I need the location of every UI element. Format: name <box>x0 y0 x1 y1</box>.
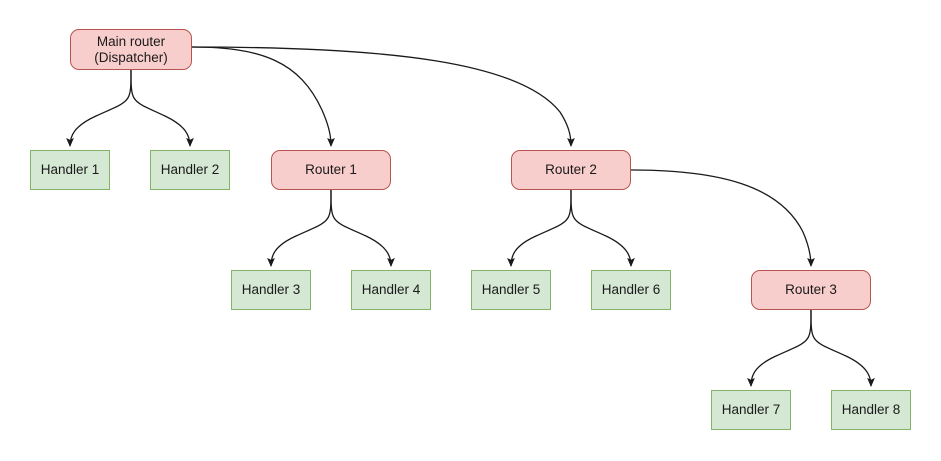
node-label-router-2: Router 2 <box>545 162 597 177</box>
edge-main-router-to-handler-1 <box>66 69 132 148</box>
edge-main-router-to-router-1 <box>191 46 335 148</box>
node-label-handler-4: Handler 4 <box>361 282 421 297</box>
node-label-handler-6: Handler 6 <box>601 282 661 297</box>
node-handler-2[interactable]: Handler 2 <box>150 150 230 190</box>
node-handler-1[interactable]: Handler 1 <box>30 150 110 190</box>
edge-router-1-to-handler-3 <box>267 189 332 268</box>
node-handler-5[interactable]: Handler 5 <box>471 270 551 310</box>
node-handler-6[interactable]: Handler 6 <box>591 270 671 310</box>
edge-main-router-to-handler-2 <box>130 69 194 148</box>
node-handler-8[interactable]: Handler 8 <box>831 390 911 430</box>
node-router-2[interactable]: Router 2 <box>511 150 631 190</box>
node-handler-3[interactable]: Handler 3 <box>231 270 311 310</box>
node-label-handler-3: Handler 3 <box>241 282 301 297</box>
node-handler-4[interactable]: Handler 4 <box>351 270 431 310</box>
edge-router-3-to-handler-8 <box>810 309 875 388</box>
node-router-3[interactable]: Router 3 <box>751 270 871 310</box>
edge-router-2-to-handler-5 <box>507 189 572 268</box>
node-label-main-router: Main router (Dispatcher) <box>94 33 168 65</box>
edge-main-router-to-router-2 <box>191 46 575 148</box>
node-label-handler-7: Handler 7 <box>721 402 781 417</box>
edge-paths <box>66 46 875 388</box>
edge-router-2-to-handler-6 <box>570 189 635 268</box>
node-label-handler-1: Handler 1 <box>40 162 100 177</box>
node-label-router-1: Router 1 <box>305 162 357 177</box>
edge-router-1-to-handler-4 <box>330 189 395 268</box>
edge-router-2-to-router-3 <box>630 169 815 268</box>
node-handler-7[interactable]: Handler 7 <box>711 390 791 430</box>
node-label-router-3: Router 3 <box>785 282 837 297</box>
node-label-handler-8: Handler 8 <box>841 402 901 417</box>
edge-router-3-to-handler-7 <box>747 309 812 388</box>
node-router-1[interactable]: Router 1 <box>271 150 391 190</box>
node-label-handler-5: Handler 5 <box>481 282 541 297</box>
node-label-handler-2: Handler 2 <box>160 162 220 177</box>
node-main-router[interactable]: Main router (Dispatcher) <box>70 29 192 70</box>
